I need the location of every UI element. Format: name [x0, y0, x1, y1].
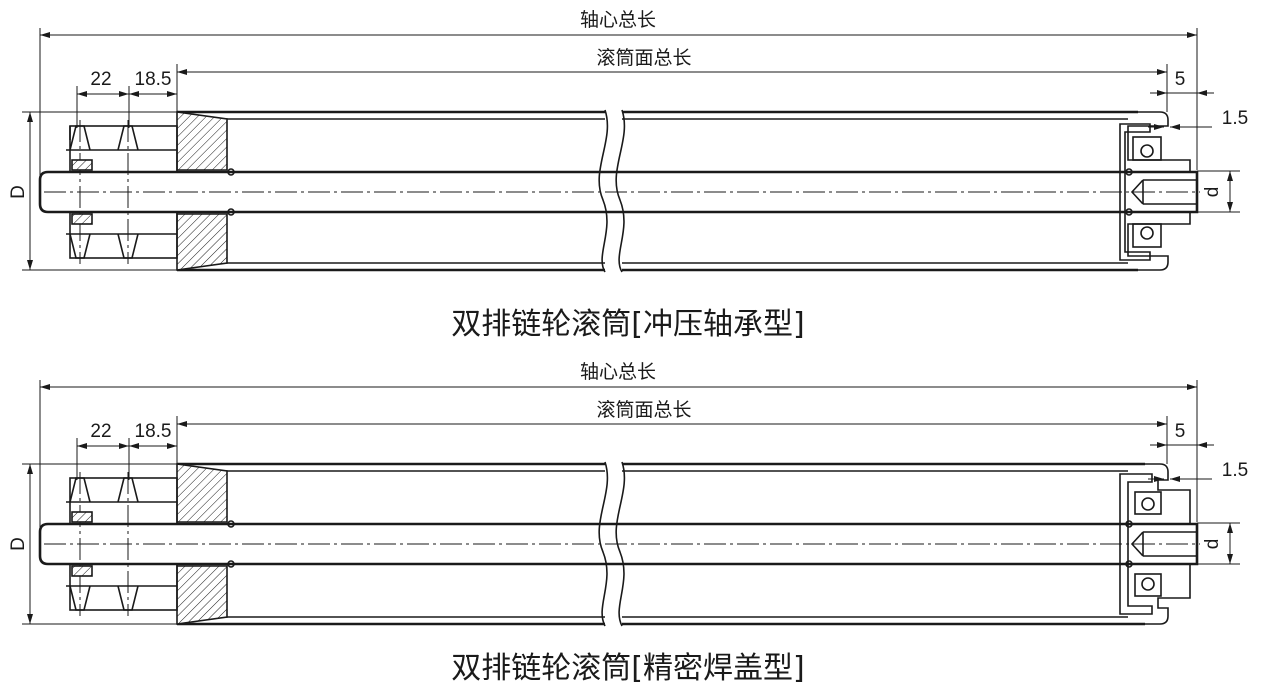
dimension-label-d-lower: d: [1202, 539, 1223, 550]
dimension-label-d-upper: D: [8, 185, 29, 199]
shaft: [38, 170, 1200, 214]
dimension-end-gaps: 5 1.5: [1148, 69, 1248, 130]
dimension-value-5: 5: [1175, 69, 1186, 90]
dimension-label-tube-face-total: 滚筒面总长: [596, 47, 691, 69]
break-line: [598, 109, 626, 273]
break-line: [598, 461, 626, 627]
dimension-sprocket-pitch: 22 18.5: [76, 421, 178, 480]
drawing-caption-welded: 双排链轮滚筒[精密焊盖型]: [451, 651, 804, 686]
dimension-value-18-5: 18.5: [135, 69, 172, 90]
dimension-value-1-5: 1.5: [1222, 108, 1248, 129]
roller-drawing-stamped-bearing: 轴心总长 滚筒面总长 22 18.5 5: [8, 9, 1248, 342]
sprocket-hub: [66, 463, 235, 625]
shaft: [38, 522, 1200, 566]
dimension-label-shaft-total: 轴心总长: [580, 9, 656, 31]
roller-drawing-precision-welded: 轴心总长 滚筒面总长 22 18.5 5 1.5: [8, 361, 1248, 686]
dimension-shaft-total: 轴心总长: [39, 361, 1198, 527]
dimension-shaft-total: 轴心总长: [39, 9, 1198, 175]
dimension-tube-face-total: 滚筒面总长: [176, 47, 1168, 112]
dimension-value-22: 22: [90, 421, 111, 442]
tube-body: [177, 110, 1138, 272]
end-cap-welded: [1119, 463, 1191, 625]
dimension-value-5: 5: [1175, 421, 1186, 442]
dimension-label-d-upper: D: [8, 537, 29, 551]
dimension-outer-diameter: D: [8, 463, 177, 625]
dimension-label-d-lower: d: [1202, 187, 1223, 198]
dimension-outer-diameter: D: [8, 111, 177, 271]
dimension-sprocket-pitch: 22 18.5: [76, 69, 178, 128]
dimension-value-1-5: 1.5: [1222, 460, 1248, 481]
dimension-shaft-diameter: d: [1197, 170, 1240, 213]
dimension-label-shaft-total: 轴心总长: [580, 361, 656, 383]
dimension-shaft-diameter: d: [1197, 522, 1240, 565]
dimension-value-18-5: 18.5: [135, 421, 172, 442]
drawing-caption-stamped: 双排链轮滚筒[冲压轴承型]: [451, 307, 804, 342]
dimension-value-22: 22: [90, 69, 111, 90]
dimension-end-gaps: 5 1.5: [1148, 421, 1248, 482]
dimension-label-tube-face-total: 滚筒面总长: [596, 399, 691, 421]
dimension-tube-face-total: 滚筒面总长: [176, 399, 1168, 464]
tube-body: [177, 462, 1145, 626]
sprocket-hub: [66, 111, 235, 271]
end-cap-bearing: [1119, 111, 1191, 271]
